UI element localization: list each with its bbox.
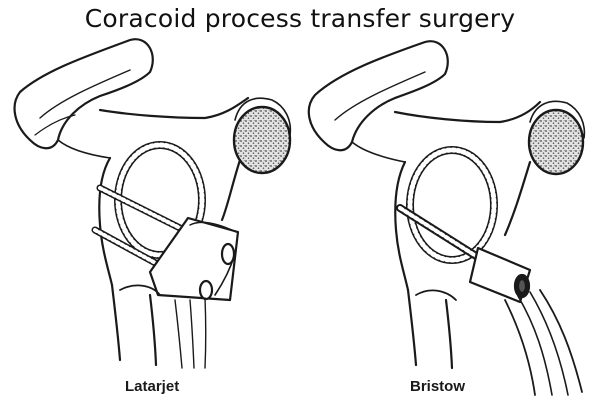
latarjet-illustration (13, 38, 292, 369)
acromion (13, 38, 154, 150)
humeral-head (232, 105, 292, 175)
humeral-head (527, 108, 585, 176)
acromion (307, 40, 449, 152)
bristow-illustration (307, 40, 586, 396)
figure-title: Coracoid process transfer surgery (84, 4, 516, 33)
latarjet-label: Latarjet (125, 378, 180, 395)
bristow-label: Bristow (410, 378, 466, 395)
conjoint-tendon (504, 299, 536, 396)
